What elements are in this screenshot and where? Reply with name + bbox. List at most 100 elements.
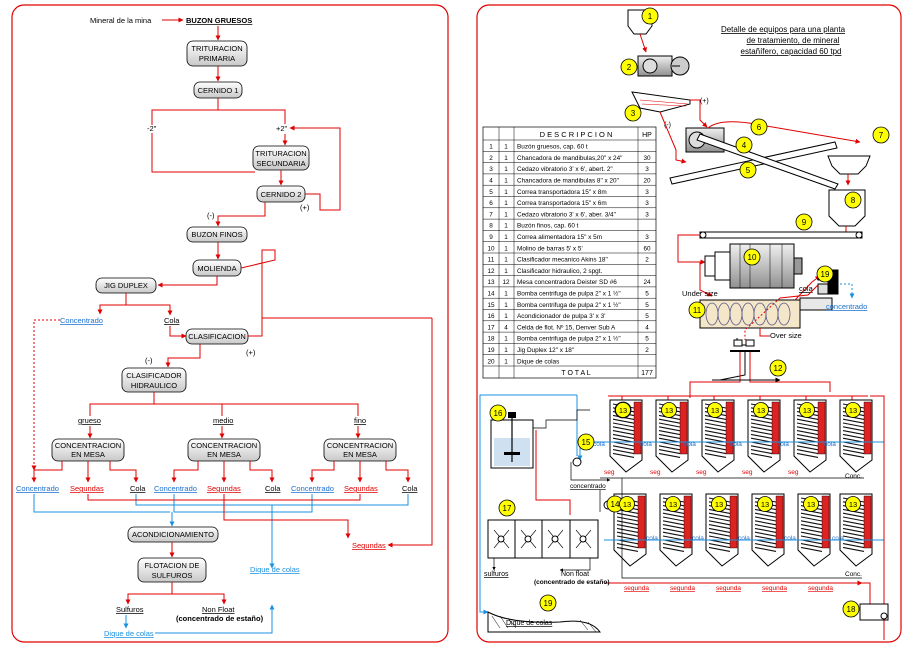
node-trituracion-secundaria: TRITURACION SECUNDARIA xyxy=(252,145,310,171)
table-cell: Molino de barras 5' x 5' xyxy=(517,245,583,252)
node-acondicionamiento: ACONDICIONAMIENTO xyxy=(127,526,219,543)
jig-cola: Cola xyxy=(164,316,180,325)
mesa3-segundas: Segundas xyxy=(344,484,378,493)
table-cell: Cedazo vibratorio 3' x 6', abert. 2" xyxy=(517,166,613,173)
dique-colas-mid: Dique de colas xyxy=(250,565,300,574)
svg-text:segunda: segunda xyxy=(670,585,695,592)
svg-text:CLASIFICACION: CLASIFICACION xyxy=(188,332,246,341)
equipment-marker-label: 12 xyxy=(774,364,783,373)
table-cell: 14 xyxy=(487,291,495,298)
node-jig-duplex: JIG DUPLEX xyxy=(95,277,157,294)
table-cell: 12 xyxy=(487,268,495,275)
svg-text:(-): (-) xyxy=(664,122,671,129)
node-cernido-1: CERNIDO 1 xyxy=(193,81,243,99)
table-cell: Correa alimentadora 15" x 5m xyxy=(517,234,602,241)
mesa-concentradora xyxy=(751,493,785,567)
table-marker xyxy=(619,496,635,512)
table-cell: 4 xyxy=(645,324,649,331)
svg-text:CONCENTRACION: CONCENTRACION xyxy=(55,441,121,450)
table-marker xyxy=(799,402,815,418)
table-cell: 1 xyxy=(504,291,508,298)
table-total-label: T O T A L xyxy=(561,370,590,377)
svg-text:cola: cola xyxy=(730,441,742,448)
mesa-concentradora xyxy=(747,399,781,473)
table-marker xyxy=(803,496,819,512)
svg-text:CONCENTRACION: CONCENTRACION xyxy=(191,441,257,450)
jig-concentrado: Concentrado xyxy=(60,316,103,325)
equipment-marker-label: 14 xyxy=(611,500,620,509)
table-cell: 2 xyxy=(489,155,493,162)
conc-label-2: Conc. xyxy=(845,571,862,578)
class-grueso: grueso xyxy=(78,416,101,425)
svg-text:cola: cola xyxy=(692,535,704,542)
nonfloat-label: Non float xyxy=(561,571,589,578)
svg-text:segunda: segunda xyxy=(716,585,741,592)
table-cell: Clasificador mecanico Akins 18" xyxy=(517,257,608,264)
table-marker-label: 13 xyxy=(757,406,765,415)
table-cell: Buzón finos, cap. 60 t xyxy=(517,223,579,230)
table-cell: 1 xyxy=(504,358,508,365)
table-cell: 11 xyxy=(488,257,495,264)
table-cell: 1 xyxy=(504,200,508,207)
table-marker-label: 13 xyxy=(665,406,673,415)
equipment-marker xyxy=(769,359,787,377)
table-cell: 1 xyxy=(504,313,508,320)
clasificador-hidraulico-icon xyxy=(730,350,760,352)
equipment-marker xyxy=(842,600,860,618)
table-cell: 18 xyxy=(487,336,495,343)
node-molienda: MOLIENDA xyxy=(192,259,242,277)
svg-text:cola: cola xyxy=(593,441,605,448)
svg-text:seg: seg xyxy=(788,469,799,476)
table-marker-label: 13 xyxy=(711,406,719,415)
mesa-concentradora xyxy=(659,493,693,567)
detail-title-1: Detalle de equipos para una planta xyxy=(721,25,846,34)
table-marker-label: 13 xyxy=(669,500,677,509)
table-cell: Celda de flot. Nº 15, Denver Sub A xyxy=(517,324,616,331)
table-marker-label: 13 xyxy=(849,500,857,509)
table-marker xyxy=(845,402,861,418)
segundas-total: Segundas xyxy=(352,541,386,550)
svg-text:BUZON FINOS: BUZON FINOS xyxy=(191,230,242,239)
dique-colas-icon xyxy=(487,611,601,633)
table-cell: 1 xyxy=(504,257,508,264)
table-cell: 3 xyxy=(645,200,649,207)
oversize-label: Over size xyxy=(770,331,802,340)
table-cell: 60 xyxy=(643,245,651,252)
table-cell: 1 xyxy=(504,178,508,185)
node-mesa-2: CONCENTRACION EN MESA xyxy=(187,438,261,462)
correa-alimentadora xyxy=(699,231,863,239)
mesa-concentradora xyxy=(655,399,689,473)
table-cell: Jig Duplex 12" x 18" xyxy=(517,347,574,354)
svg-text:TRITURACION: TRITURACION xyxy=(255,149,306,158)
table-marker-label: 13 xyxy=(807,500,815,509)
table-cell: 30 xyxy=(643,155,651,162)
equipment-marker-label: 5 xyxy=(746,166,751,175)
equipment-marker-label: 18 xyxy=(847,605,856,614)
table-cell: Bomba centrifuga de pulpa 2" x 1 ½" xyxy=(517,335,621,343)
conc-label-1: Conc. xyxy=(845,473,862,480)
table-cell: 13 xyxy=(487,279,495,286)
table-marker-label: 13 xyxy=(619,406,627,415)
svg-text:seg: seg xyxy=(696,469,707,476)
svg-text:seg: seg xyxy=(650,469,661,476)
equipment-marker xyxy=(735,136,753,154)
dique-colas-bottom: Dique de colas xyxy=(104,629,154,638)
mesa3-concentrado: Concentrado xyxy=(291,484,334,493)
node-buzon-finos: BUZON FINOS xyxy=(186,226,248,243)
node-clasificacion: CLASIFICACION xyxy=(185,328,249,345)
svg-text:CERNIDO 2: CERNIDO 2 xyxy=(261,190,302,199)
celdas-flotacion xyxy=(487,519,599,559)
svg-text:SULFUROS: SULFUROS xyxy=(152,571,193,580)
jig-cola-label: cola xyxy=(799,284,814,293)
svg-text:cola: cola xyxy=(824,441,836,448)
equipment-marker xyxy=(844,191,862,209)
table-cell: 2 xyxy=(645,347,649,354)
equipment-marker xyxy=(743,248,761,266)
svg-text:CONCENTRACION: CONCENTRACION xyxy=(327,441,393,450)
table-marker-label: 13 xyxy=(803,406,811,415)
svg-text:HIDRAULICO: HIDRAULICO xyxy=(131,381,177,390)
equipment-marker xyxy=(795,213,813,231)
svg-text:EN MESA: EN MESA xyxy=(207,450,241,459)
